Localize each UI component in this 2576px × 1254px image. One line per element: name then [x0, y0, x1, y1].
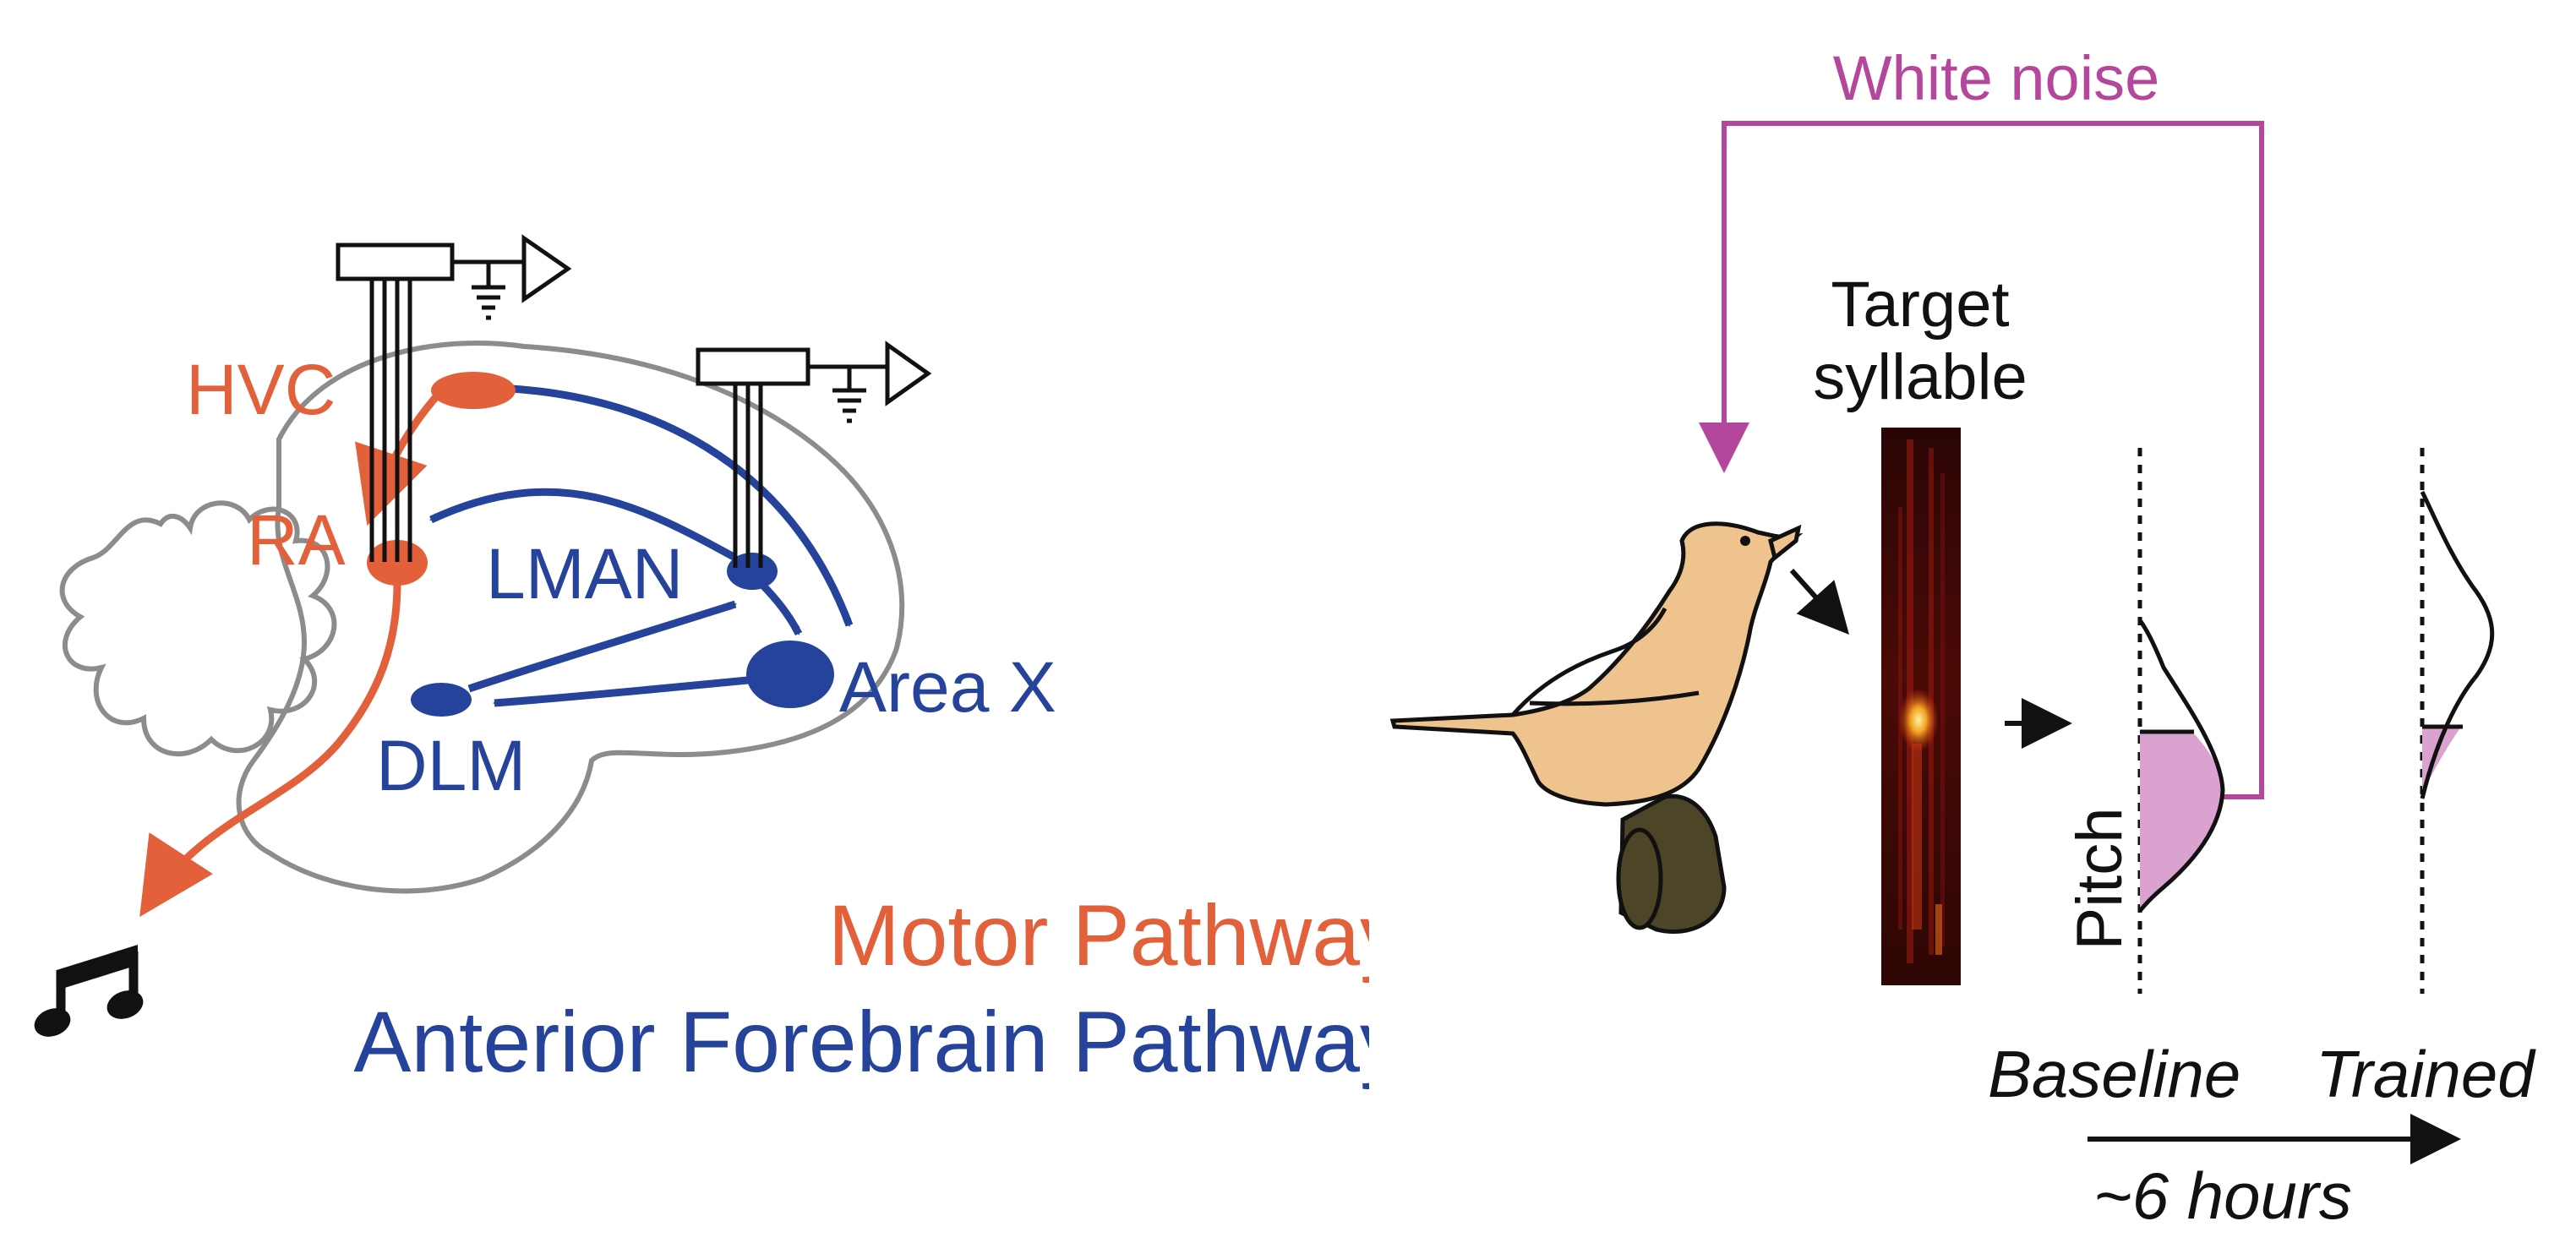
area-x-nucleus: [746, 641, 834, 708]
amplifier-icon: [452, 234, 572, 303]
baseline-distribution: [2137, 448, 2225, 994]
afp-areax-dlm: [493, 676, 749, 707]
ground-icon: [472, 262, 505, 320]
cerebellum-outline: [59, 500, 337, 757]
lman-nucleus: [727, 553, 778, 590]
forebrain-outline: [236, 341, 905, 894]
white-noise-feedback-line: [1699, 121, 2264, 799]
afp-hvc-areax: [510, 384, 854, 627]
area-x-label: Area X: [839, 647, 1056, 727]
motor-path-hvc-ra: [355, 390, 443, 526]
legend-anterior-forebrain-pathway: Anterior Forebrain Pathway: [353, 994, 1403, 1090]
baseline-label: Baseline: [1988, 1037, 2240, 1111]
spectrogram: [1881, 428, 1961, 985]
legend: Motor Pathway Anterior Forebrain Pathway: [353, 887, 1403, 1090]
perch-icon: [1616, 793, 1727, 935]
duration-label: ~6 hours: [2093, 1159, 2352, 1233]
brain-panel: HVC RA LMAN Area X DLM Motor Pathway Ant…: [34, 234, 1403, 1090]
dlm-label: DLM: [376, 726, 526, 805]
lman-label: LMAN: [486, 534, 683, 613]
dlm-nucleus: [411, 683, 472, 717]
ra-label: RA: [247, 500, 346, 580]
recording-electrode-icon: [696, 347, 810, 568]
hvc-nucleus: [431, 372, 516, 409]
amplifier-icon: [808, 341, 932, 406]
trained-label: Trained: [2316, 1037, 2536, 1111]
song-arrow: [1789, 568, 1850, 635]
experiment-panel: White noise Target syllable: [1389, 43, 2536, 1233]
trained-distribution: [2420, 448, 2495, 994]
afp-dlm-lman: [467, 600, 737, 693]
music-note-icon: [34, 945, 144, 1037]
afp-lman-ra: [429, 488, 738, 561]
songbird-icon: [1389, 521, 1804, 807]
motor-path-ra-output: [139, 582, 401, 918]
ground-icon: [832, 367, 866, 423]
recording-electrode-icon: [336, 243, 455, 562]
ra-nucleus: [367, 540, 428, 586]
white-noise-label: White noise: [1833, 43, 2160, 113]
target-label-line1: Target: [1831, 269, 2009, 341]
target-label-line2: syllable: [1813, 341, 2027, 413]
afp-lman-areax: [757, 580, 803, 636]
pitch-axis-label: Pitch: [2064, 808, 2136, 951]
hvc-label: HVC: [186, 350, 336, 429]
legend-motor-pathway: Motor Pathway: [828, 887, 1403, 984]
